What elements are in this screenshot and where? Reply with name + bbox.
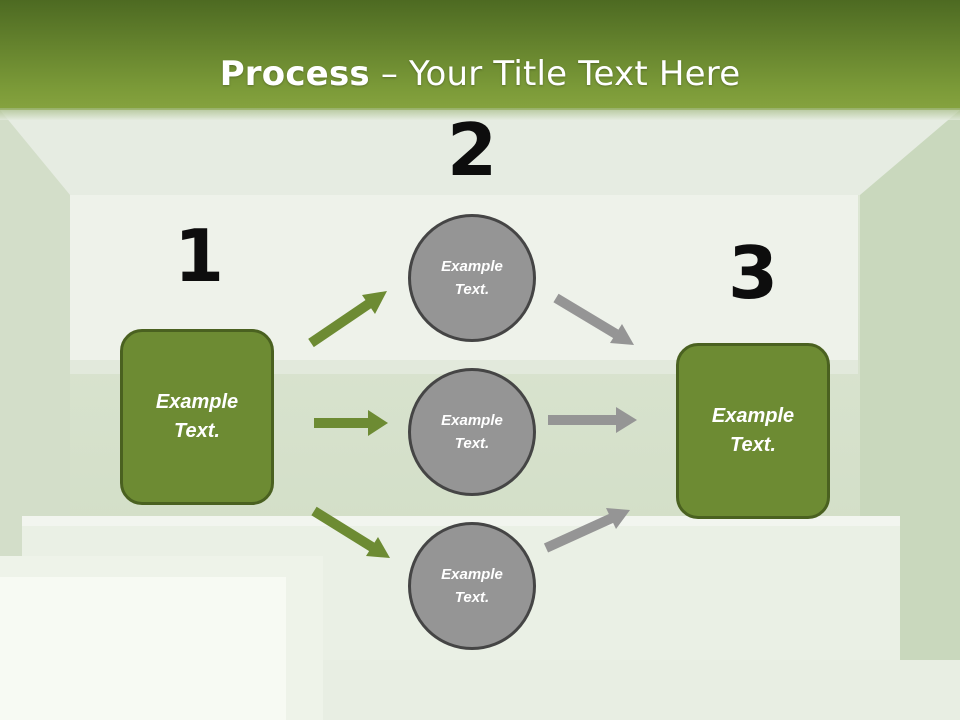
step-1-text-line2: Text.: [174, 420, 220, 442]
step-3-text-line1: Example: [711, 405, 795, 427]
step-3-box: Example Text.: [676, 343, 830, 519]
green-arrow-down: [311, 506, 390, 558]
circle-middle-line1: Example: [441, 412, 503, 429]
circle-top-line1: Example: [441, 258, 503, 275]
circle-bottom-line2: Text.: [454, 589, 490, 606]
step-2-circle-middle: Example Text.: [408, 368, 536, 496]
circle-middle-line2: Text.: [454, 435, 490, 452]
step-2-circle-bottom: Example Text.: [408, 522, 536, 650]
slide-title: Process – Your Title Text Here: [0, 52, 960, 96]
step-number-2: 2: [446, 108, 498, 192]
title-rest: – Your Title Text Here: [369, 54, 741, 94]
title-bold: Process: [219, 54, 370, 94]
step-1-box: Example Text.: [120, 329, 274, 505]
step-3-text-line2: Text.: [730, 434, 776, 456]
step-1-text-line1: Example: [155, 391, 239, 413]
circle-top-line2: Text.: [454, 281, 490, 298]
green-arrow-up: [308, 291, 387, 348]
gray-arrow-up: [543, 508, 630, 553]
gray-arrow-right: [548, 407, 637, 433]
gray-arrow-down: [553, 293, 634, 345]
step-number-1: 1: [173, 214, 225, 298]
circle-bottom-line1: Example: [441, 566, 503, 583]
step-number-3: 3: [727, 231, 779, 315]
green-arrow-right: [314, 410, 388, 436]
step-2-circle-top: Example Text.: [408, 214, 536, 342]
